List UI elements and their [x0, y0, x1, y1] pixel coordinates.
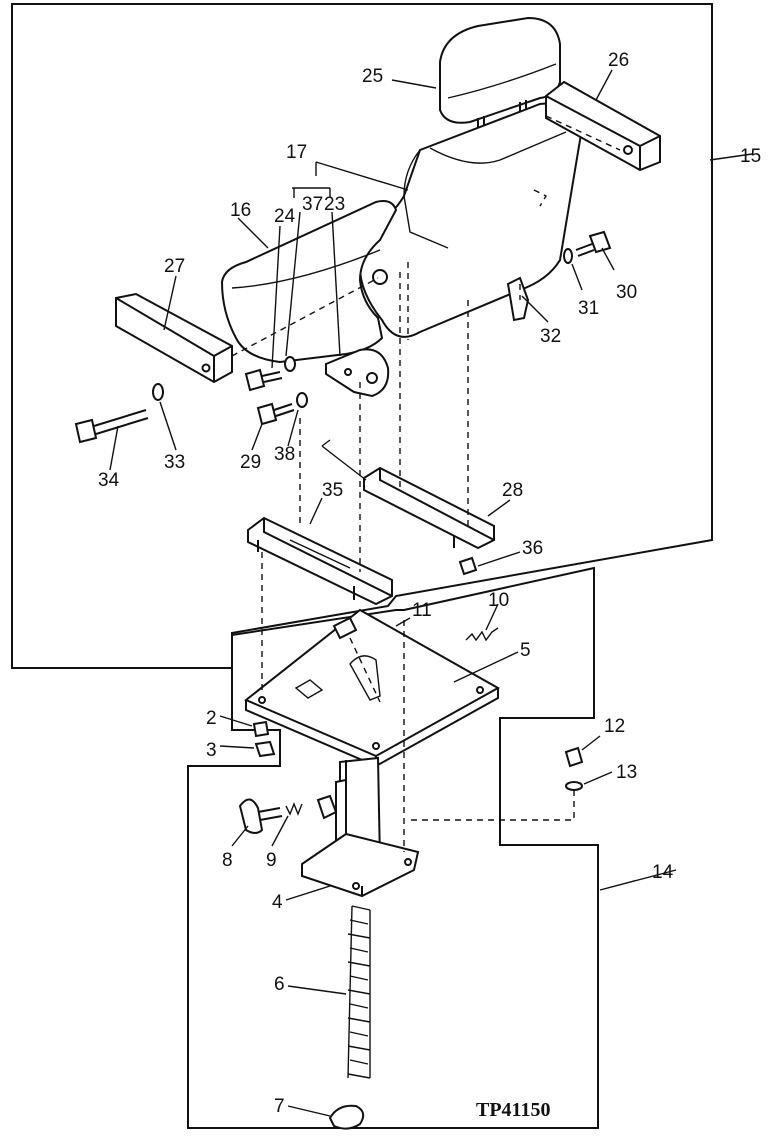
pivot-bracket	[325, 348, 390, 398]
callout-16: 16	[230, 200, 251, 221]
knob-8	[238, 798, 283, 834]
screw-24	[244, 368, 283, 392]
callout-31: 31	[578, 298, 599, 319]
washer-37	[284, 356, 296, 372]
washer-38	[296, 392, 308, 408]
seat-cushion	[220, 200, 398, 364]
callout-14: 14	[652, 862, 674, 883]
washer-33	[152, 383, 164, 401]
group-15-outline	[11, 3, 713, 669]
spring-10	[465, 627, 499, 642]
callout-36: 36	[522, 538, 543, 559]
callout-12: 12	[604, 716, 625, 737]
callout-38: 38	[274, 444, 295, 465]
bolt-2	[252, 720, 270, 738]
callout-15: 15	[740, 146, 761, 167]
callout-29: 29	[240, 452, 261, 473]
callout-28: 28	[502, 480, 523, 501]
callout-34: 34	[98, 470, 120, 491]
figure-code: TP41150	[476, 1099, 550, 1121]
nut-3	[254, 740, 276, 758]
bolt-12	[564, 746, 584, 768]
callout-13: 13	[616, 762, 637, 783]
headrest	[439, 16, 561, 134]
callout-27: 27	[164, 256, 185, 277]
pin-11	[332, 616, 358, 640]
callout-10: 10	[488, 590, 509, 611]
callout-30: 30	[616, 282, 637, 303]
guide-lines	[261, 272, 575, 852]
slide-rail-35	[247, 516, 393, 606]
callout-32: 32	[540, 326, 561, 347]
group-14-outline	[187, 566, 599, 1129]
callout-3: 3	[206, 740, 217, 761]
callout-37: 37	[302, 194, 323, 215]
washer-13	[565, 781, 583, 791]
callout-11: 11	[412, 600, 432, 621]
callout-7: 7	[274, 1096, 285, 1117]
spring-6	[347, 905, 371, 1079]
callout-4: 4	[272, 892, 283, 913]
callout-24: 24	[274, 206, 296, 227]
nut-36	[458, 556, 478, 576]
seat-back	[358, 102, 584, 340]
lever	[316, 794, 338, 820]
screw-29	[256, 402, 295, 426]
clip-32	[506, 276, 530, 322]
slide-rail-28	[321, 439, 495, 550]
callout-17: 17	[286, 142, 307, 163]
callout-6: 6	[274, 974, 285, 995]
callout-33: 33	[164, 452, 185, 473]
snap-ring-7	[328, 1104, 365, 1130]
washer-31	[563, 248, 573, 264]
armrest-right	[545, 80, 661, 172]
callout-25: 25	[362, 66, 383, 87]
bolt-34	[74, 409, 149, 444]
callout-8: 8	[222, 850, 233, 871]
mounting-plate-5	[244, 608, 501, 768]
callout-2: 2	[206, 708, 217, 729]
spring-9	[285, 802, 303, 816]
callout-9: 9	[266, 850, 277, 871]
callout-26: 26	[608, 50, 629, 71]
leader-lines	[109, 69, 753, 1117]
callout-labels: 2 3 4 5 6 7 8 9 10 11 12 13 14 15 16 17 …	[98, 50, 761, 1121]
callout-5: 5	[520, 640, 531, 661]
post-4	[301, 756, 420, 898]
screw-30	[575, 230, 612, 257]
callout-23: 23	[324, 194, 345, 215]
callout-35: 35	[322, 480, 343, 501]
